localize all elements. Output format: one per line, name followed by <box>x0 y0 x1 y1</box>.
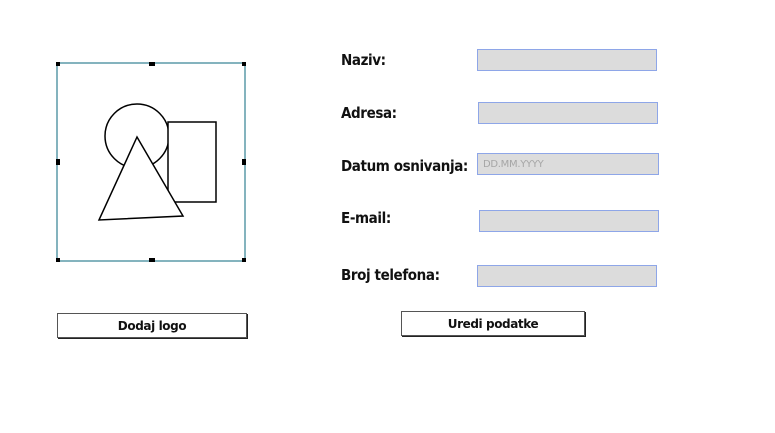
resize-handle-right[interactable] <box>242 159 246 165</box>
address-label: Adresa: <box>341 104 397 122</box>
add-logo-button[interactable]: Dodaj logo <box>57 313 247 338</box>
founding-date-input[interactable] <box>477 153 659 175</box>
resize-handle-bottom[interactable] <box>149 258 155 262</box>
resize-handle-top-right[interactable] <box>242 62 246 66</box>
name-label: Naziv: <box>341 51 386 69</box>
resize-handle-left[interactable] <box>56 159 60 165</box>
resize-handle-bottom-left[interactable] <box>56 258 60 262</box>
resize-handle-top[interactable] <box>149 62 155 66</box>
resize-handle-bottom-right[interactable] <box>242 258 246 262</box>
phone-input[interactable] <box>477 265 657 287</box>
phone-label: Broj telefona: <box>341 266 440 284</box>
triangle-shape <box>97 135 185 221</box>
founding-date-label: Datum osnivanja: <box>341 157 468 175</box>
logo-image-frame[interactable] <box>56 62 246 262</box>
edit-data-button[interactable]: Uredi podatke <box>401 311 585 336</box>
image-placeholder-icon <box>56 62 246 262</box>
rectangle-shape <box>167 121 217 203</box>
name-input[interactable] <box>477 49 657 71</box>
resize-handle-top-left[interactable] <box>56 62 60 66</box>
email-label: E-mail: <box>341 209 391 227</box>
address-input[interactable] <box>478 102 658 124</box>
email-input[interactable] <box>479 210 659 232</box>
